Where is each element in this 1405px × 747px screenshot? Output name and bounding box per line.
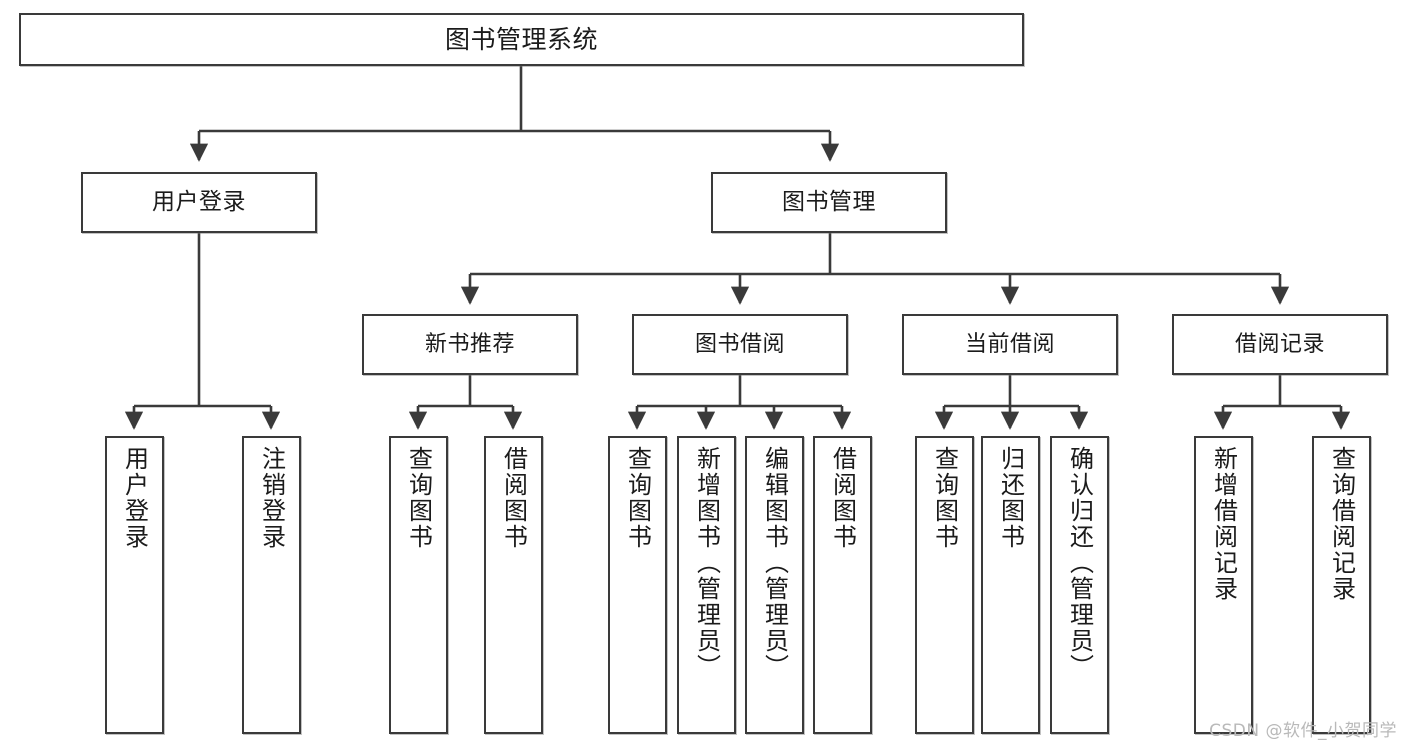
node-label: 图书借阅	[694, 331, 785, 357]
leaf-borrow-query-book[interactable]: 查询图书	[608, 436, 667, 734]
leaf-records-add-record[interactable]: 新增借阅记录	[1194, 436, 1253, 734]
leaf-borrow-add-book[interactable]: 新增图书（管理员）	[677, 436, 736, 734]
node-label: 查询图书	[404, 446, 433, 550]
node-label: 注销登录	[257, 446, 286, 550]
leaf-current-confirm-return[interactable]: 确认归还（管理员）	[1050, 436, 1109, 734]
leaf-borrow-edit-book[interactable]: 编辑图书（管理员）	[745, 436, 804, 734]
node-label: 用户登录	[152, 188, 246, 215]
leaf-recommend-query-book[interactable]: 查询图书	[389, 436, 448, 734]
node-root-system[interactable]: 图书管理系统	[19, 13, 1024, 66]
node-user-login[interactable]: 用户登录	[81, 172, 317, 233]
csdn-watermark: CSDN @软件_小贺同学	[1209, 721, 1397, 741]
node-book-borrow[interactable]: 图书借阅	[632, 314, 848, 375]
node-label: 新增借阅记录	[1209, 446, 1238, 602]
node-label: 图书管理	[782, 188, 876, 215]
leaf-user-login-logout[interactable]: 注销登录	[242, 436, 301, 734]
node-label: 查询图书	[623, 446, 652, 550]
node-label: 编辑图书（管理员）	[760, 446, 789, 680]
node-book-management[interactable]: 图书管理	[711, 172, 947, 233]
leaf-user-login-login[interactable]: 用户登录	[105, 436, 164, 734]
node-label: 图书管理系统	[444, 24, 598, 54]
node-current-borrow[interactable]: 当前借阅	[902, 314, 1118, 375]
node-new-book-recommend[interactable]: 新书推荐	[362, 314, 578, 375]
leaf-recommend-borrow-book[interactable]: 借阅图书	[484, 436, 543, 734]
node-label: 用户登录	[120, 446, 149, 550]
leaf-records-query-record[interactable]: 查询借阅记录	[1312, 436, 1371, 734]
leaf-current-query-book[interactable]: 查询图书	[915, 436, 974, 734]
node-label: 借阅图书	[828, 446, 857, 550]
node-label: 借阅记录	[1234, 331, 1325, 357]
node-label: 新增图书（管理员）	[692, 446, 721, 680]
node-label: 借阅图书	[499, 446, 528, 550]
node-label: 确认归还（管理员）	[1065, 446, 1094, 680]
node-label: 归还图书	[996, 446, 1025, 550]
node-label: 当前借阅	[964, 331, 1055, 357]
node-borrow-records[interactable]: 借阅记录	[1172, 314, 1388, 375]
node-label: 查询借阅记录	[1327, 446, 1356, 602]
node-label: 新书推荐	[424, 331, 515, 357]
leaf-borrow-borrow-book[interactable]: 借阅图书	[813, 436, 872, 734]
node-label: 查询图书	[930, 446, 959, 550]
leaf-current-return-book[interactable]: 归还图书	[981, 436, 1040, 734]
